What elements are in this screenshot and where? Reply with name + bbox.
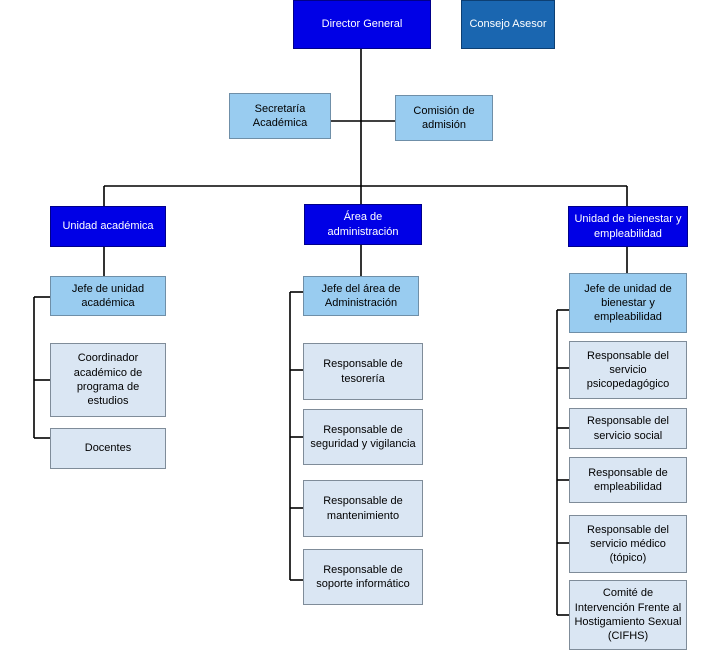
jefe-unidad-bienestar-box: Jefe de unidad de bienestar y empleabili… <box>569 273 687 333</box>
docentes-box: Docentes <box>50 428 166 469</box>
responsable-mantenimiento-box: Responsable de mantenimiento <box>303 480 423 537</box>
responsable-soporte-box: Responsable de soporte informático <box>303 549 423 605</box>
jefe-area-administracion-box: Jefe del área de Administración <box>303 276 419 316</box>
unidad-academica-box: Unidad académica <box>50 206 166 247</box>
responsable-seguridad-label: Responsable de seguridad y vigilancia <box>310 423 416 450</box>
responsable-empleabilidad-box: Responsable de empleabilidad <box>569 457 687 503</box>
comision-admision-box: Comisión de admisión <box>395 95 493 141</box>
responsable-servicio-medico-label: Responsable del servicio médico (tópico) <box>587 523 669 565</box>
responsable-servicio-social-label: Responsable del servicio social <box>587 415 669 442</box>
unidad-bienestar-label: Unidad de bienestar y empleabilidad <box>574 213 682 240</box>
responsable-psicopedagogico-label: Responsable del servicio psicopedagógico <box>586 349 670 391</box>
responsable-tesoreria-label: Responsable de tesorería <box>323 358 403 385</box>
jefe-unidad-bienestar-label: Jefe de unidad de bienestar y empleabili… <box>584 282 672 324</box>
secretaria-academica-label: Secretaría Académica <box>252 102 308 129</box>
responsable-psicopedagogico-box: Responsable del servicio psicopedagógico <box>569 341 687 399</box>
coordinador-academico-label: Coordinador académico de programa de est… <box>73 352 143 408</box>
director-general-label: Director General <box>321 18 403 31</box>
docentes-label: Docentes <box>84 442 132 455</box>
responsable-servicio-social-box: Responsable del servicio social <box>569 408 687 449</box>
area-administracion-label: Área de administración <box>327 211 399 238</box>
jefe-unidad-academica-box: Jefe de unidad académica <box>50 276 166 316</box>
director-general-box: Director General <box>293 0 431 49</box>
coordinador-academico-box: Coordinador académico de programa de est… <box>50 343 166 417</box>
responsable-empleabilidad-label: Responsable de empleabilidad <box>588 466 668 493</box>
responsable-soporte-label: Responsable de soporte informático <box>316 563 410 590</box>
responsable-tesoreria-box: Responsable de tesorería <box>303 343 423 400</box>
unidad-bienestar-box: Unidad de bienestar y empleabilidad <box>568 206 688 247</box>
comite-cifhs-box: Comité de Intervención Frente al Hostiga… <box>569 580 687 650</box>
comite-cifhs-label: Comité de Intervención Frente al Hostiga… <box>574 587 682 643</box>
unidad-academica-label: Unidad académica <box>62 220 154 233</box>
responsable-seguridad-box: Responsable de seguridad y vigilancia <box>303 409 423 465</box>
jefe-unidad-academica-label: Jefe de unidad académica <box>71 282 145 309</box>
jefe-area-administracion-label: Jefe del área de Administración <box>321 282 401 309</box>
responsable-mantenimiento-label: Responsable de mantenimiento <box>323 495 403 522</box>
area-administracion-box: Área de administración <box>304 204 422 245</box>
secretaria-academica-box: Secretaría Académica <box>229 93 331 139</box>
responsable-servicio-medico-box: Responsable del servicio médico (tópico) <box>569 515 687 573</box>
comision-admision-label: Comisión de admisión <box>413 104 475 131</box>
consejo-asesor-box: Consejo Asesor <box>461 0 555 49</box>
consejo-asesor-label: Consejo Asesor <box>469 18 547 31</box>
